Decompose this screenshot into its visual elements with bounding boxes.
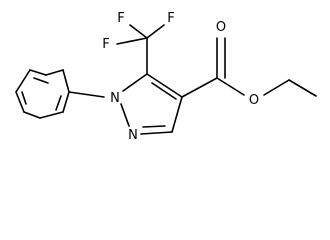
bond <box>171 96 183 133</box>
bond <box>21 91 27 105</box>
molecule-drawing: F F F O O N N <box>15 11 317 143</box>
bond <box>62 91 70 113</box>
bond <box>15 69 31 93</box>
bond <box>29 69 47 76</box>
phenyl-ring <box>15 69 70 119</box>
fluorine-label: F <box>117 11 124 26</box>
ester-oxygen-label: O <box>249 93 259 108</box>
bond <box>216 77 245 96</box>
bond <box>140 131 173 135</box>
bond <box>116 37 148 45</box>
bond <box>62 69 70 93</box>
bond <box>39 111 64 119</box>
bond <box>15 91 25 113</box>
structure-canvas: F F F O O N N <box>15 11 317 143</box>
bond <box>23 111 41 119</box>
bond <box>55 95 62 111</box>
bond <box>122 73 148 92</box>
bond <box>142 125 166 128</box>
bond <box>45 69 64 76</box>
bond <box>288 79 317 97</box>
carbonyl-oxygen-label: O <box>216 20 226 35</box>
bond <box>146 24 165 39</box>
fluorine-label: F <box>102 37 109 52</box>
pyrazole-ring <box>120 73 183 135</box>
bond <box>33 77 49 84</box>
bond <box>151 82 177 100</box>
fluorine-label: F <box>167 11 174 26</box>
bond <box>263 79 290 96</box>
bond <box>120 103 130 127</box>
bond <box>181 77 218 98</box>
bond <box>68 91 105 98</box>
bond <box>146 73 183 98</box>
ring-nitrogen-label: N <box>128 128 138 143</box>
bond <box>129 24 148 39</box>
ring-nitrogen-label: N <box>110 91 120 106</box>
